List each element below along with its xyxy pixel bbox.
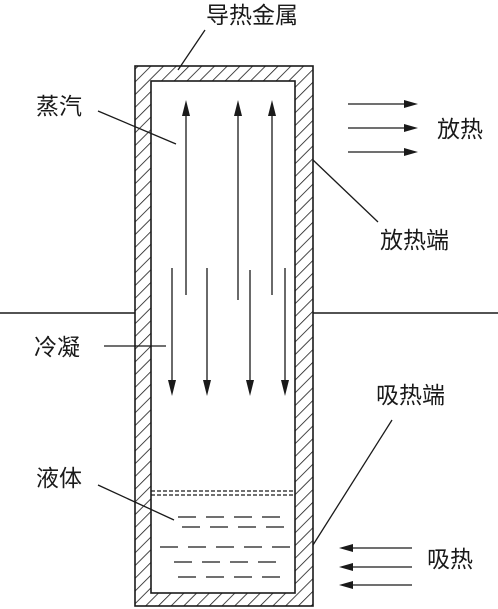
label-heat-absorb: 吸热: [427, 547, 473, 573]
label-liquid: 液体: [36, 466, 82, 492]
vapor-up-arrows: [182, 100, 276, 300]
heat-release-arrows: [348, 100, 418, 156]
liquid-pool: [151, 490, 295, 578]
label-vapor: 蒸汽: [36, 94, 82, 120]
label-condense: 冷凝: [34, 335, 80, 361]
leader-lines: [97, 29, 393, 546]
heat-absorb-arrows: [339, 544, 412, 589]
label-absorb-end: 吸热端: [376, 383, 445, 409]
label-heat-release: 放热: [437, 117, 483, 143]
liquid-hatch: [160, 516, 290, 578]
condense-down-arrows: [168, 268, 289, 396]
label-conductive-metal: 导热金属: [206, 3, 298, 29]
pipe-wall: [134, 65, 314, 607]
label-release-end: 放热端: [380, 228, 449, 254]
